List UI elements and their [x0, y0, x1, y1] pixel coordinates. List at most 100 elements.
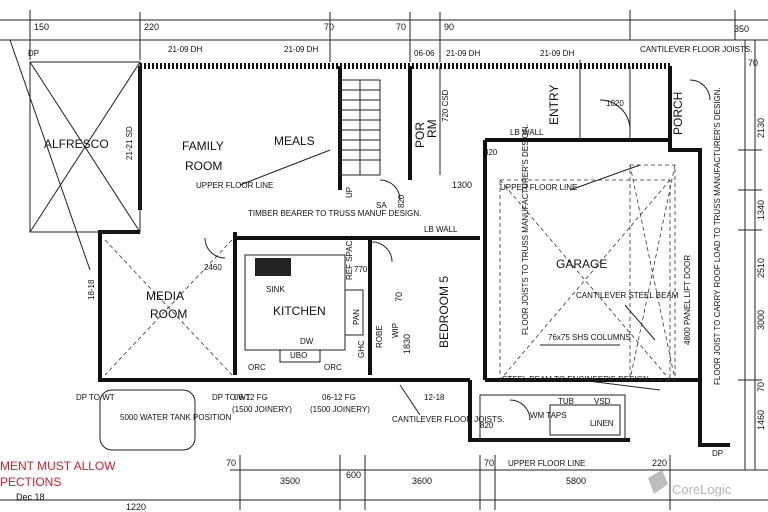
panel-lift-door-note: 4800 PANEL LIFT DOOR	[683, 255, 692, 345]
staircase	[339, 79, 381, 176]
vsd-label: VSD	[594, 397, 611, 406]
floor-joist-carry-note: FLOOR JOIST TO CARRY ROOF LOAD TO TRUSS …	[713, 87, 722, 385]
cantilever-joists-top: CANTILEVER FLOOR JOISTS.	[640, 45, 752, 54]
window-left: 21-21 SD	[125, 126, 134, 160]
shs-columns-note: 76x75 SHS COLUMNS	[548, 333, 631, 342]
window-bottom-1: 06-12 FG	[234, 393, 268, 402]
dim-bot-3600: 3600	[412, 476, 432, 486]
dim-bot-3500: 3500	[280, 476, 300, 486]
kitchen-fixtures	[244, 254, 364, 363]
sa-label: SA	[376, 201, 387, 210]
dim-top-350: 350	[734, 24, 749, 34]
linen-label: LINEN	[590, 419, 614, 428]
dp-top-left: DP	[28, 49, 39, 58]
media-area	[104, 239, 233, 376]
por-label: POR	[413, 122, 427, 148]
family-label-1: FAMILY	[182, 139, 224, 153]
laundry-fixtures	[99, 389, 626, 451]
dim-right-70: 70	[756, 382, 766, 392]
corelogic-logo-icon	[648, 470, 668, 494]
value-820-a: 820	[484, 148, 498, 157]
porch-label: PORCH	[671, 92, 685, 135]
ghc-label: GHC	[357, 340, 366, 358]
window-bottom-3: 12-18	[424, 393, 445, 402]
window-bottom-2: 06-12 FG	[322, 393, 356, 402]
family-label-2: ROOM	[185, 159, 222, 173]
cantilever-joists-bottom: CANTILEVER FLOOR JOISTS.	[392, 415, 504, 424]
wm-taps-label: WM TAPS	[530, 411, 567, 420]
dim-1300: 1300	[452, 180, 472, 190]
window-media: 18-18	[87, 279, 96, 300]
upper-floor-line-garage: UPPER FLOOR LINE	[500, 183, 577, 192]
dim-bot-1220: 1220	[126, 502, 146, 512]
window-4: 21-09 DH	[446, 49, 480, 58]
dim-top-70a: 70	[324, 22, 334, 32]
dim-right-1340: 1340	[756, 200, 766, 220]
wip-label: WIP	[391, 323, 400, 338]
floor-joists-note: FLOOR JOISTS TO TRUSS MANUFACTURER'S DES…	[521, 124, 530, 335]
dim-bot-600: 600	[346, 470, 361, 480]
media-label-1: MEDIA	[146, 289, 184, 303]
corelogic-watermark: CoreLogic	[648, 470, 732, 497]
door-swings	[204, 79, 711, 421]
ref-space-label: REF SPACE	[345, 235, 354, 280]
plan-date: Dec 18	[16, 492, 45, 502]
dim-top-220: 220	[144, 22, 159, 32]
leader-lines	[239, 149, 661, 416]
dim-right-1460: 1460	[756, 410, 766, 430]
lb-wall-mid: LB WALL	[424, 225, 458, 234]
garage-label: GARAGE	[556, 257, 607, 271]
dim-bot-5800: 5800	[566, 476, 586, 486]
top-dimension-line	[0, 10, 768, 62]
dim-right-2510: 2510	[756, 258, 766, 278]
upper-floor-line-bottom: UPPER FLOOR LINE	[508, 459, 585, 468]
dim-bot-70b: 70	[484, 458, 494, 468]
window-5: 21-09 DH	[540, 49, 574, 58]
window-2: 21-09 DH	[284, 45, 318, 54]
dim-top-70c: 70	[748, 58, 758, 68]
right-dimension-line	[738, 40, 762, 470]
media-label-2: ROOM	[150, 307, 187, 321]
dp-to-wt-2: DP TO WT	[212, 393, 251, 402]
robe-label: ROBE	[375, 325, 384, 348]
window-bottom-1b: (1500 JOINERY)	[232, 405, 292, 414]
window-bottom-2b: (1500 JOINERY)	[310, 405, 370, 414]
lb-wall-top: LB WALL	[510, 128, 544, 137]
watermark-text: CoreLogic	[672, 482, 732, 497]
warning-line-1: MENT MUST ALLOW	[0, 459, 116, 473]
alfresco-area	[9, 39, 141, 271]
garage-area	[499, 164, 676, 381]
window-1: 21-09 DH	[168, 45, 202, 54]
upper-floor-line-left: UPPER FLOOR LINE	[196, 181, 273, 190]
dim-bed-1830: 1830	[402, 334, 412, 354]
warning-line-2: PECTIONS	[0, 475, 61, 489]
dp-to-wt-1: DP TO WT	[76, 393, 115, 402]
value-770: 770	[354, 265, 368, 274]
up-label: UP	[345, 187, 354, 198]
ubo-label: UBO	[290, 351, 307, 360]
cantilever-steel-beam-note: CANTILEVER STEEL BEAM	[576, 291, 679, 300]
value-820-b: 820	[397, 194, 406, 208]
timber-bearer-note: TIMBER BEARER TO TRUSS MANUF DESIGN.	[248, 209, 421, 218]
dim-top-150: 150	[34, 22, 49, 32]
rm-label: RM	[425, 119, 439, 138]
dim-bot-220: 220	[652, 458, 667, 468]
water-tank-label: 5000 WATER TANK POSITION	[120, 413, 232, 422]
sink-label: SINK	[266, 285, 285, 294]
dim-top-70b: 70	[396, 22, 406, 32]
kitchen-label: KITCHEN	[273, 304, 326, 318]
value-720: 720 CSD	[441, 89, 450, 122]
orc-label-1: ORC	[248, 363, 266, 372]
cooktop-icon	[255, 258, 291, 276]
value-1020: 1020	[606, 99, 624, 108]
orc-label-2: ORC	[324, 363, 342, 372]
dw-label: DW	[300, 337, 314, 346]
value-820-c: 820	[480, 421, 494, 430]
tub-label: TUB	[558, 397, 574, 406]
pan-label: PAN	[352, 309, 361, 325]
meals-label: MEALS	[274, 134, 315, 148]
steel-beam-note: STEEL BEAM TO ENGINEER'S DESIGN	[502, 375, 649, 384]
dim-right-3000: 3000	[756, 310, 766, 330]
dim-right-2130: 2130	[756, 118, 766, 138]
